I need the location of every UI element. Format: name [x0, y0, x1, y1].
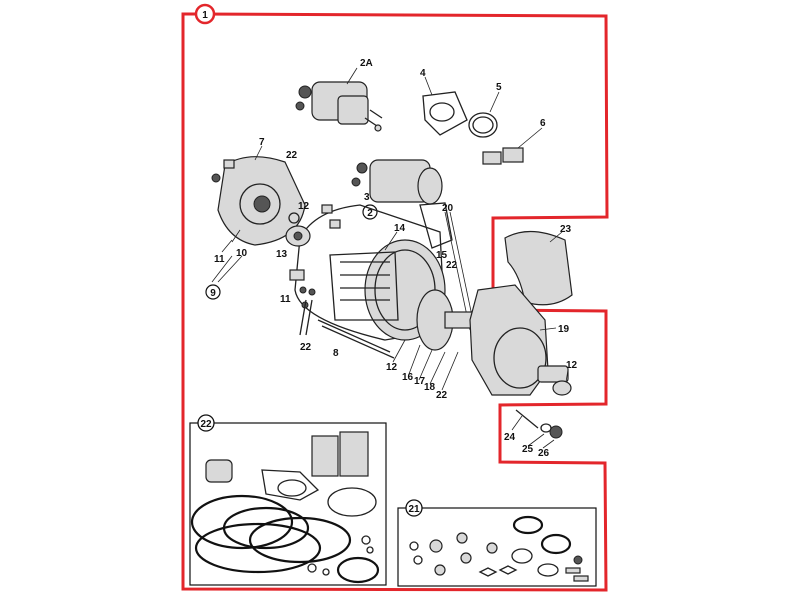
- svg-text:2: 2: [367, 208, 373, 219]
- label-14: 14: [394, 223, 406, 234]
- label-6: 6: [540, 118, 546, 129]
- shim-4: [422, 76, 468, 136]
- end-cover-7: [217, 145, 306, 246]
- label-17: 17: [414, 376, 426, 387]
- label-15: 15: [436, 250, 448, 261]
- label-12-b: 12: [386, 362, 398, 373]
- brushes-6: [482, 127, 543, 165]
- gasket-kit-box: [189, 422, 387, 586]
- label-22-top: 22: [286, 150, 298, 161]
- dust-cover-23: [504, 230, 573, 306]
- label-11-b: 11: [280, 294, 291, 305]
- label-22-mid: 22: [446, 260, 458, 271]
- callout-1: 1: [194, 3, 216, 25]
- label-22-lower: 22: [436, 390, 448, 401]
- hardware-kit-parts: [409, 515, 589, 582]
- label-22-low: 22: [300, 342, 312, 353]
- label-11-a: 11: [214, 254, 225, 265]
- screw-small: [211, 159, 235, 183]
- bolt-24: [511, 409, 539, 431]
- washer-5: [468, 91, 500, 138]
- svg-text:21: 21: [408, 504, 420, 515]
- drive-housing-19: [469, 284, 569, 396]
- label-8: 8: [333, 348, 339, 359]
- solenoid-2a: [295, 67, 383, 132]
- label-12-a: 12: [298, 201, 310, 212]
- svg-text:9: 9: [210, 288, 216, 299]
- label-10: 10: [236, 248, 248, 259]
- spring-12-a: [288, 204, 341, 229]
- label-3: 3: [364, 192, 370, 203]
- gasket-kit-parts: [190, 431, 380, 584]
- callout-2: 2: [362, 204, 378, 220]
- label-25: 25: [522, 444, 534, 455]
- label-12-c: 12: [566, 360, 578, 371]
- callout-9: 9: [205, 284, 221, 300]
- cap-13: [285, 225, 311, 247]
- svg-text:1: 1: [202, 10, 208, 21]
- label-7: 7: [259, 137, 265, 148]
- label-18: 18: [424, 382, 436, 393]
- clip-11: [289, 269, 305, 281]
- drive-end-plate: [392, 289, 476, 391]
- solenoid-2: [351, 159, 443, 205]
- callout-22-kit: 22: [197, 414, 215, 432]
- label-5: 5: [496, 82, 502, 93]
- bolts-22-low: [299, 286, 316, 336]
- brush-holder-10: [211, 229, 243, 283]
- label-2a: 2A: [360, 58, 373, 69]
- label-19: 19: [558, 324, 570, 335]
- svg-text:22: 22: [200, 419, 212, 430]
- label-23: 23: [560, 224, 572, 235]
- label-24: 24: [504, 432, 516, 443]
- lever-20: [419, 202, 476, 331]
- label-13: 13: [276, 249, 288, 260]
- highlight-frame: [181, 12, 609, 592]
- label-20: 20: [442, 203, 454, 214]
- tie-rod-8: [317, 319, 395, 359]
- callout-21-kit: 21: [405, 499, 423, 517]
- nut-26: [542, 425, 563, 449]
- bushing-12-c: [552, 369, 572, 396]
- hardware-kit-box: [397, 507, 597, 587]
- label-26: 26: [538, 448, 550, 459]
- label-4: 4: [420, 68, 426, 79]
- washer-25: [527, 423, 552, 447]
- label-16: 16: [402, 372, 414, 383]
